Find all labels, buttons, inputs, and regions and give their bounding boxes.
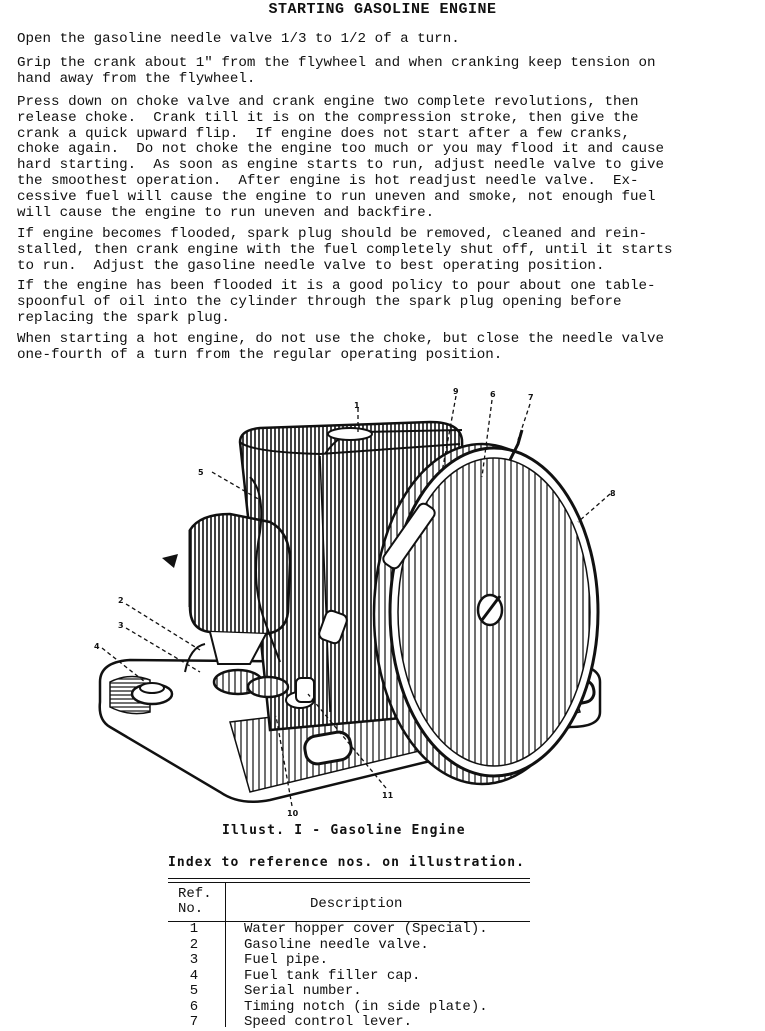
row-ref: 3 — [189, 952, 199, 968]
paragraph-oil-in-cylinder: If the engine has been flooded it is a g… — [17, 278, 656, 326]
page-title: STARTING GASOLINE ENGINE — [268, 1, 497, 18]
paragraph-choke-and-crank: Press down on choke valve and crank engi… — [17, 94, 665, 221]
row-description: Fuel tank filler cap. — [244, 967, 421, 984]
callout-11: 11 — [382, 791, 394, 800]
table-row: 3 Fuel pipe. — [168, 953, 530, 969]
table-top-rule-inner — [168, 882, 530, 883]
figure-caption: Illust. I - Gasoline Engine — [222, 823, 466, 838]
callout-6: 6 — [490, 390, 496, 399]
callout-2: 2 — [118, 596, 124, 605]
reference-table: Ref. No. Description 1 Water hopper cove… — [168, 878, 530, 1030]
callout-numbers: 1 2 3 4 5 6 7 8 9 10 11 — [94, 387, 616, 818]
table-column-rule — [225, 883, 226, 1027]
row-ref: 2 — [189, 936, 199, 953]
callout-7: 7 — [528, 393, 534, 402]
table-row: 6 Timing notch (in side plate). — [168, 998, 530, 1016]
callout-3: 3 — [118, 621, 124, 630]
table-header-ref: Ref. No. — [178, 886, 212, 917]
paragraph-flooded-engine: If engine becomes flooded, spark plug sh… — [17, 226, 673, 274]
flywheel — [372, 429, 600, 786]
callout-5: 5 — [198, 468, 204, 477]
air-cleaner — [162, 512, 292, 665]
table-row: 1 Water hopper cover (Special). — [168, 922, 530, 938]
row-ref: 7 — [189, 1014, 199, 1030]
index-title: Index to reference nos. on illustration. — [168, 855, 526, 870]
paragraph-grip-crank: Grip the crank about 1" from the flywhee… — [17, 55, 656, 87]
table-header-description: Description — [310, 896, 403, 912]
callout-leaders — [101, 395, 611, 807]
row-description: Fuel pipe. — [244, 952, 329, 968]
engine-illustration: 1 2 3 4 5 6 7 8 9 10 11 — [94, 387, 616, 818]
callout-8: 8 — [610, 489, 616, 498]
callout-4: 4 — [94, 642, 100, 651]
table-header-rule — [168, 921, 530, 922]
table-row: 5 Serial number. — [168, 984, 530, 1000]
row-ref: 5 — [189, 983, 199, 999]
row-description: Speed control lever. — [244, 1014, 413, 1030]
row-description: Serial number. — [244, 983, 362, 999]
callout-1: 1 — [354, 401, 360, 410]
row-ref: 6 — [189, 998, 199, 1015]
table-row: 4 Fuel tank filler cap. — [168, 967, 530, 985]
row-description: Gasoline needle valve. — [244, 936, 429, 953]
row-ref: 4 — [189, 967, 199, 984]
row-description: Timing notch (in side plate). — [244, 998, 488, 1015]
callout-9: 9 — [453, 387, 459, 396]
callout-10: 10 — [287, 809, 299, 818]
table-row: 2 Gasoline needle valve. — [168, 936, 530, 954]
row-ref: 1 — [189, 921, 199, 937]
table-row: 7 Speed control lever. — [168, 1015, 530, 1031]
fuel-tank-fittings — [130, 476, 348, 709]
paragraph-open-needle-valve: Open the gasoline needle valve 1/3 to 1/… — [17, 31, 460, 47]
paragraph-hot-engine: When starting a hot engine, do not use t… — [17, 331, 665, 363]
table-top-rule — [168, 878, 530, 879]
row-description: Water hopper cover (Special). — [244, 921, 488, 937]
